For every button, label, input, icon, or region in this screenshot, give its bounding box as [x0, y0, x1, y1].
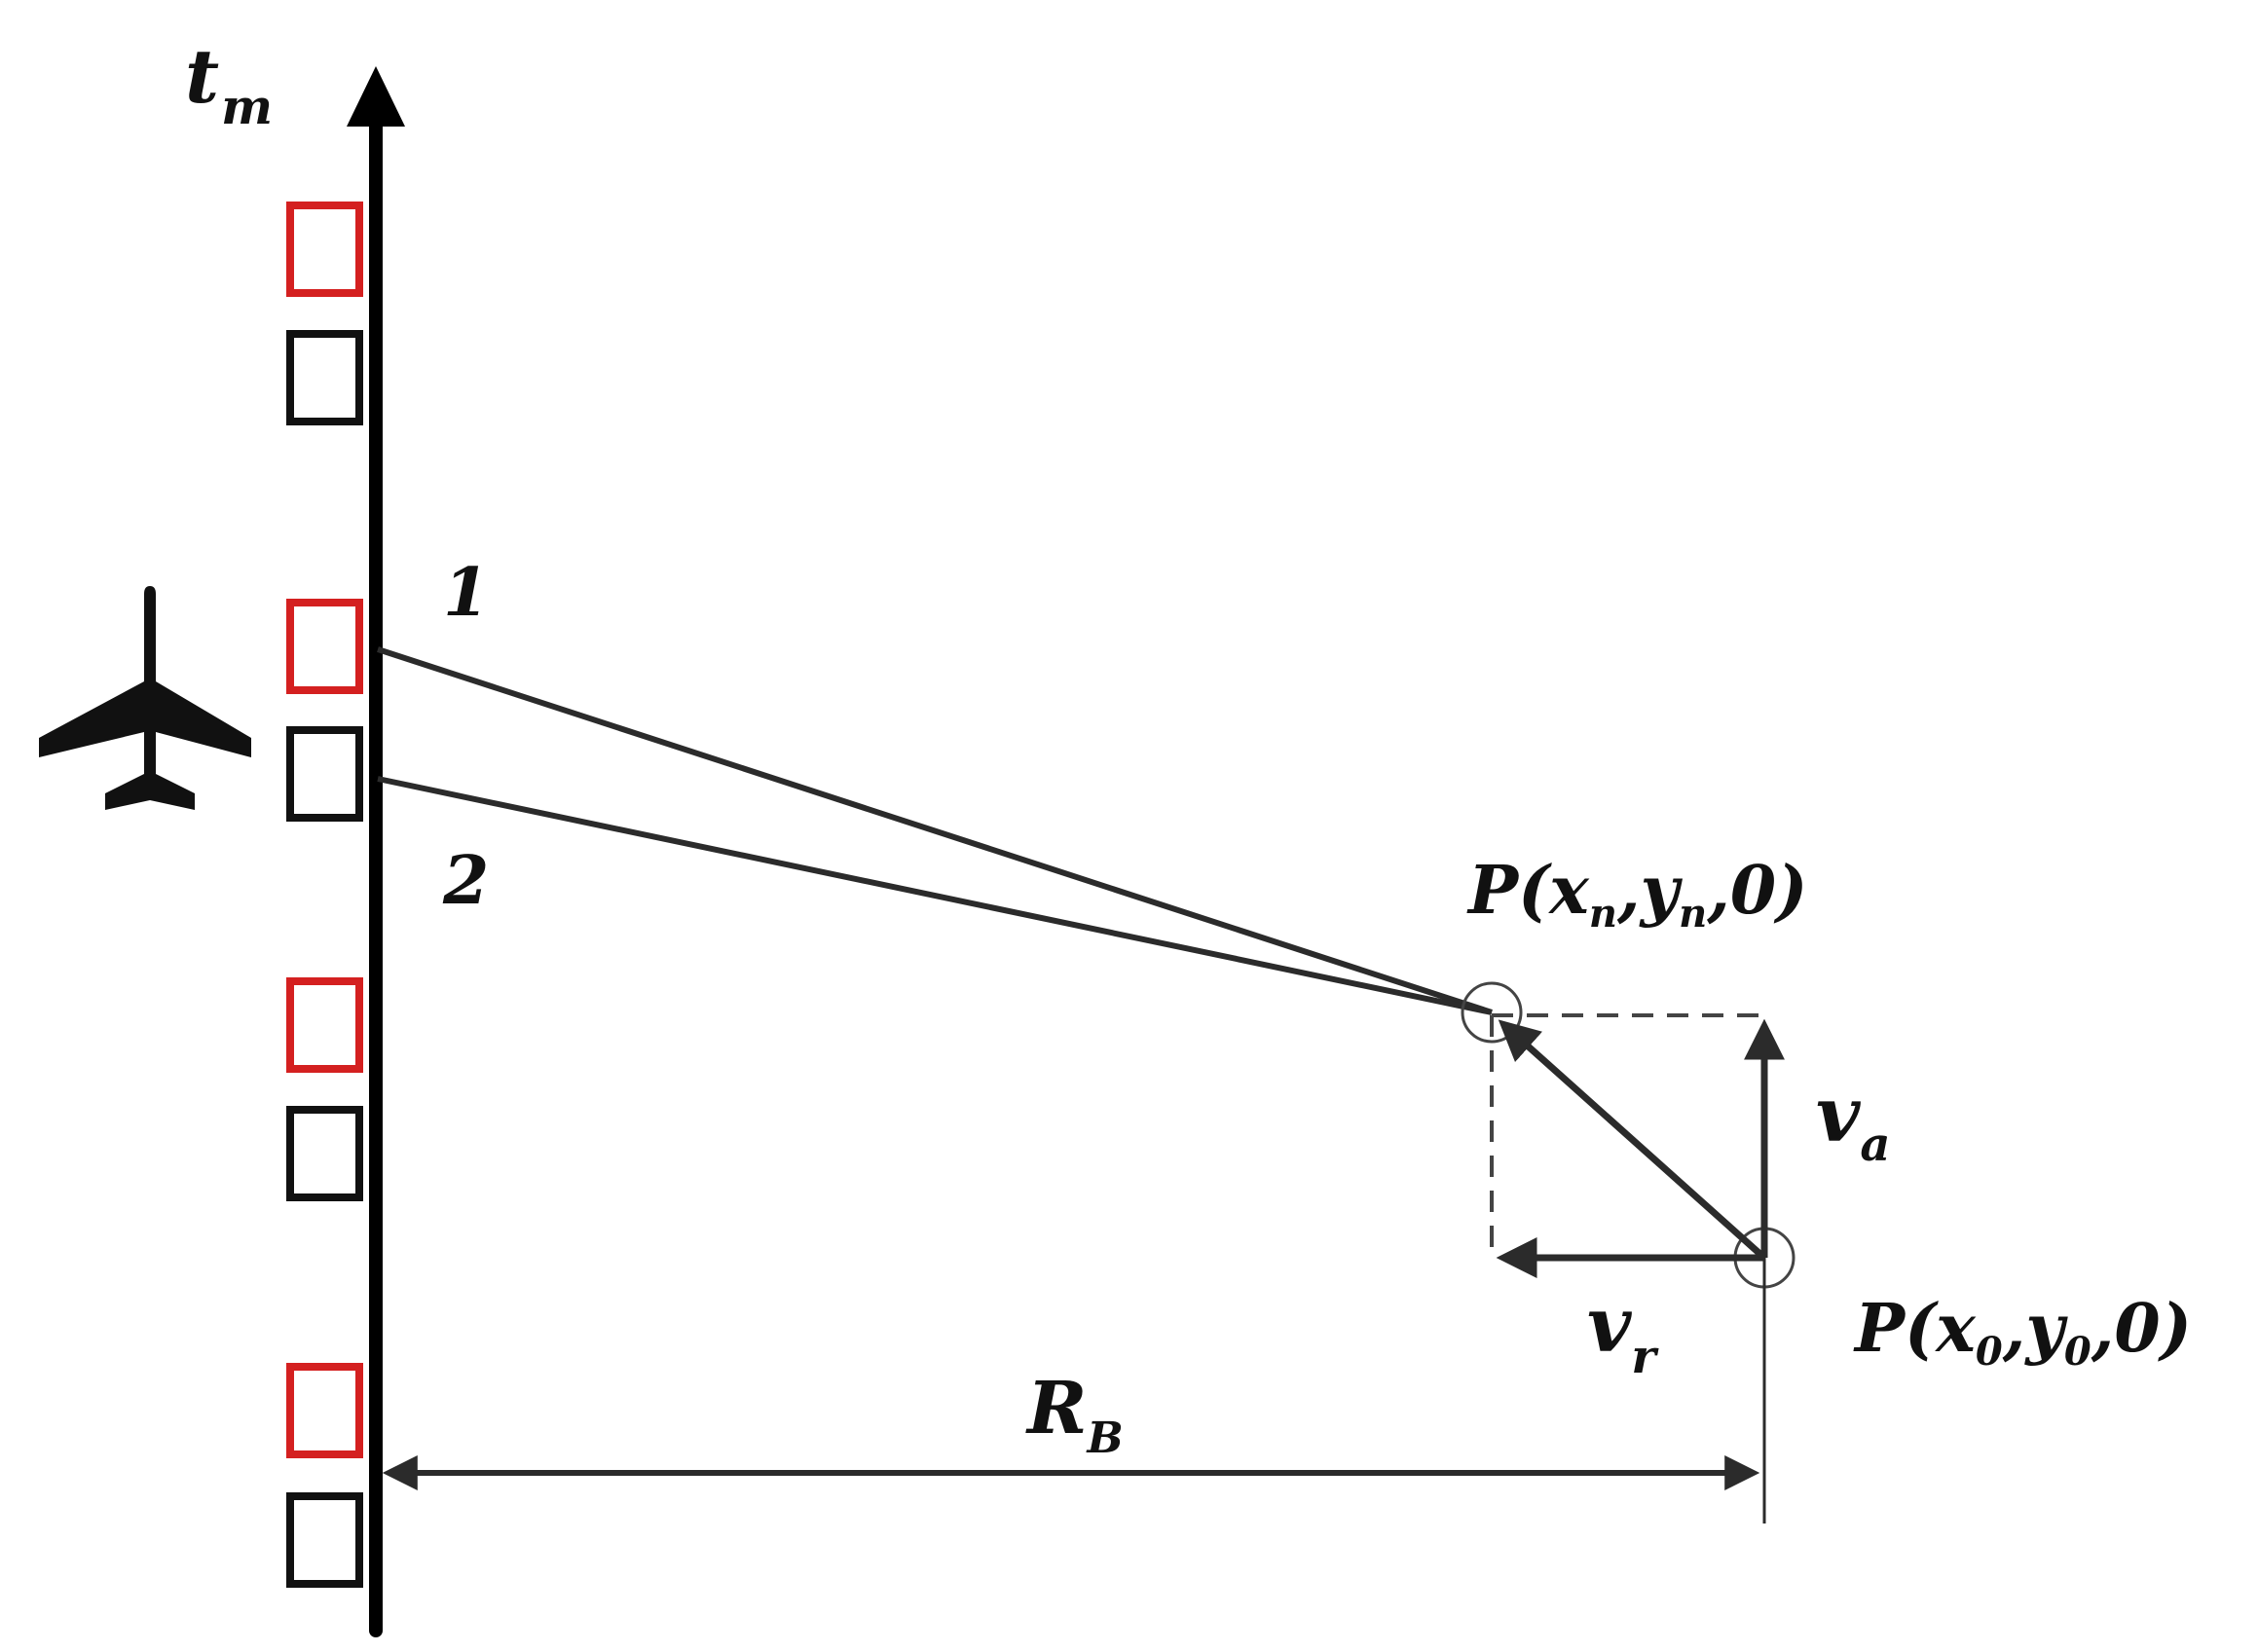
- range-distance-label: RB: [1025, 1367, 1124, 1463]
- velocity-azimuth-label: va: [1816, 1071, 1890, 1172]
- active-antenna: [286, 599, 363, 694]
- beam-label-2: 2: [442, 842, 489, 920]
- velocity-range-label: vr: [1587, 1281, 1659, 1384]
- moved-target-label: P(xn,yn,0): [1466, 852, 1807, 936]
- airplane-icon: [39, 586, 251, 810]
- moved-target-marker: [1461, 981, 1523, 1044]
- beam-label-1: 1: [443, 554, 489, 632]
- time-axis-label: tm: [185, 33, 273, 135]
- velocity-decomposition-box: [1490, 1013, 1764, 1258]
- time-axis-arrowhead: [347, 66, 405, 127]
- velocity-resultant-arrow: [1498, 1019, 1767, 1261]
- active-antenna: [286, 202, 363, 297]
- passive-antenna: [286, 330, 363, 425]
- passive-antenna: [286, 1492, 363, 1588]
- origin-target-label: P(x0,y0,0): [1853, 1290, 2192, 1375]
- active-antenna: [286, 1363, 363, 1458]
- beam-line-1: [377, 646, 1493, 1015]
- passive-antenna: [286, 1106, 363, 1201]
- passive-antenna: [286, 726, 363, 822]
- active-antenna: [286, 977, 363, 1073]
- antenna-array: [286, 202, 363, 1588]
- time-axis: [347, 66, 405, 1637]
- beam-line-2: [377, 776, 1493, 1015]
